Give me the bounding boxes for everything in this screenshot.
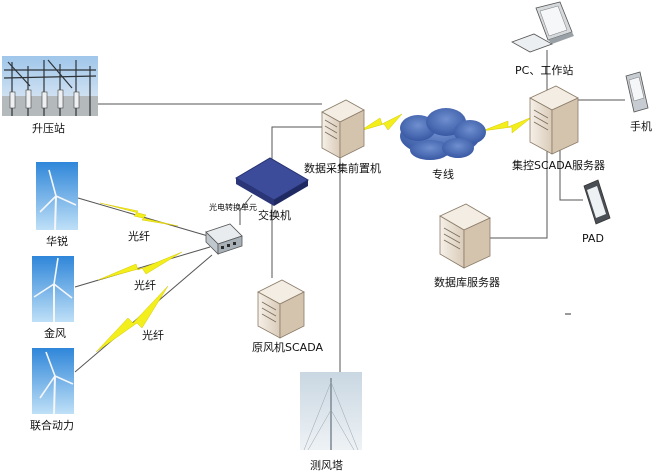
turbine-2-label: 金风 [44,327,66,340]
cloud-scada-bolt [481,116,533,134]
fiber-bolt-3 [95,285,169,353]
database-server-icon [439,203,491,269]
turbine-1-label: 华锐 [46,235,68,248]
frontend-cloud-bolt [359,113,403,132]
fiber-bolt-1 [99,202,179,227]
fiber-bolt-2 [97,251,183,281]
fiber-label-2: 光纤 [134,279,156,292]
optical-converter-label: 光电转换单元 [209,203,257,212]
met-tower-label: 测风塔 [310,459,343,472]
substation-label: 升压站 [32,122,65,135]
fiber-label-3: 光纤 [142,329,164,342]
dedicated-line-cloud-icon [400,108,486,160]
pad-label: PAD [582,232,604,245]
turbine-1-photo [36,162,78,231]
network-switch-icon [235,157,309,206]
fiber-label-1: 光纤 [128,230,150,243]
phone-label: 手机 [630,120,652,133]
turbine-3-photo [32,348,74,415]
turbine-scada-label: 原风机SCADA [252,341,323,354]
pc-workstation-icon [511,1,574,53]
link-switch-frontend [271,126,322,163]
optical-converter-icon [205,223,243,255]
front-end-label: 数据采集前置机 [304,162,381,175]
phone-icon [625,71,649,113]
turbine-3-label: 联合动力 [30,419,74,432]
link-scada-pad [559,148,583,201]
scada-server-icon [529,85,579,155]
link-scada-dbserver [490,148,548,239]
dedicated-line-label: 专线 [432,168,454,181]
link-switch-converter [239,194,253,225]
db-server-label: 数据库服务器 [434,276,500,289]
lightning-bolts [95,113,533,353]
pc-workstation-label: PC、工作站 [515,64,574,77]
switch-label: 交换机 [258,209,291,222]
link-turbine2-converter [74,246,211,288]
front-end-server-icon [321,99,365,159]
substation-photo [2,56,98,116]
scada-server-label: 集控SCADA服务器 [512,159,605,172]
met-tower-photo [300,372,362,451]
turbine-scada-server-icon [257,279,305,339]
turbine-2-photo [32,256,74,322]
pad-icon [583,179,611,225]
